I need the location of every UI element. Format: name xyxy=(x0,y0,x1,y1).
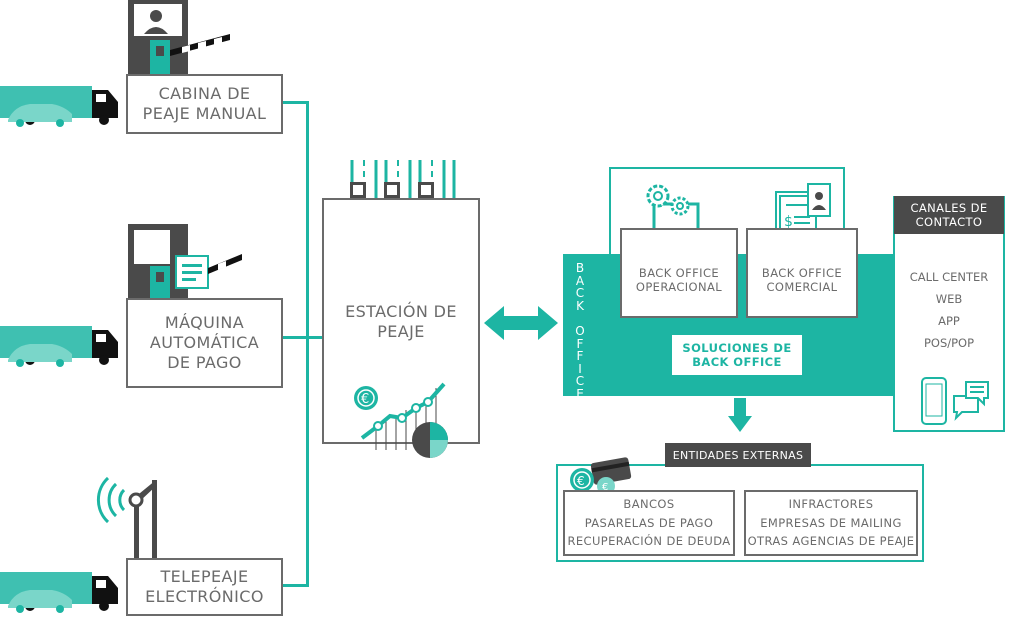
svg-text:€: € xyxy=(577,474,585,488)
connector-trunk xyxy=(306,101,309,587)
svg-text:$: $ xyxy=(784,214,793,230)
connector-manual xyxy=(282,101,308,104)
back-office-solutions-label: SOLUCIONES DE BACK OFFICE xyxy=(682,340,792,369)
truck-car-icon xyxy=(0,326,118,367)
electronic-toll-box: TELEPEAJE ELECTRÓNICO xyxy=(126,558,283,616)
back-office-operational-label: BACK OFFICE OPERACIONAL xyxy=(635,266,723,295)
connector-electronic xyxy=(282,584,308,587)
auto-machine-box: MÁQUINA AUTOMÁTICA DE PAGO xyxy=(126,298,283,388)
payment-machine-icon xyxy=(128,224,242,302)
external-right-box: INFRACTORES EMPRESAS DE MAILING OTRAS AG… xyxy=(744,490,918,556)
external-item-recuperacion: RECUPERACIÓN DE DEUDA xyxy=(567,534,731,549)
contact-item-call-center[interactable]: CALL CENTER xyxy=(909,270,989,284)
contact-item-app[interactable]: APP xyxy=(938,314,960,328)
connector-machine xyxy=(282,336,308,339)
contact-item-web[interactable]: WEB xyxy=(935,292,963,306)
back-office-operational-box: BACK OFFICE OPERACIONAL xyxy=(620,228,738,318)
manual-booth-box: CABINA DE PEAJE MANUAL xyxy=(126,74,283,134)
double-arrow-icon[interactable] xyxy=(484,306,558,340)
svg-text:€: € xyxy=(602,482,608,493)
down-arrow-icon xyxy=(728,398,752,432)
truck-car-icon xyxy=(0,572,118,613)
external-item-infractores: INFRACTORES xyxy=(788,497,874,512)
contact-header: CANALES DE CONTACTO xyxy=(894,196,1004,234)
external-header: ENTIDADES EXTERNAS xyxy=(665,443,811,467)
external-item-bancos: BANCOS xyxy=(623,497,675,512)
manual-booth-label: CABINA DE PEAJE MANUAL xyxy=(142,84,267,123)
truck-car-icon xyxy=(0,86,118,127)
svg-text:€: € xyxy=(361,392,369,407)
external-item-agencias: OTRAS AGENCIAS DE PEAJE xyxy=(747,534,915,549)
contact-item-pos-pop[interactable]: POS/POP xyxy=(923,336,975,350)
back-office-commercial-label: BACK OFFICE COMERCIAL xyxy=(761,266,843,295)
contact-header-label: CANALES DE CONTACTO xyxy=(910,200,988,229)
phone-chat-icon xyxy=(921,377,989,425)
barrier-icon xyxy=(170,34,230,56)
external-item-pasarelas: PASARELAS DE PAGO xyxy=(584,515,714,530)
euro-chart-icon: € xyxy=(354,382,448,458)
electronic-toll-label: TELEPEAJE ELECTRÓNICO xyxy=(145,567,264,606)
auto-machine-label: MÁQUINA AUTOMÁTICA DE PAGO xyxy=(149,313,260,372)
external-left-box: BANCOS PASARELAS DE PAGO RECUPERACIÓN DE… xyxy=(563,490,735,556)
back-office-commercial-box: BACK OFFICE COMERCIAL xyxy=(746,228,858,318)
toll-station-label: ESTACIÓN DE PEAJE xyxy=(345,302,457,341)
toll-station-box: ESTACIÓN DE PEAJE xyxy=(322,198,480,444)
toll-booth-icon xyxy=(128,0,230,76)
connector-to-station xyxy=(306,336,324,339)
back-office-solutions-box: SOLUCIONES DE BACK OFFICE xyxy=(672,335,802,375)
antenna-icon xyxy=(96,476,157,560)
external-item-mailing: EMPRESAS DE MAILING xyxy=(760,515,902,530)
